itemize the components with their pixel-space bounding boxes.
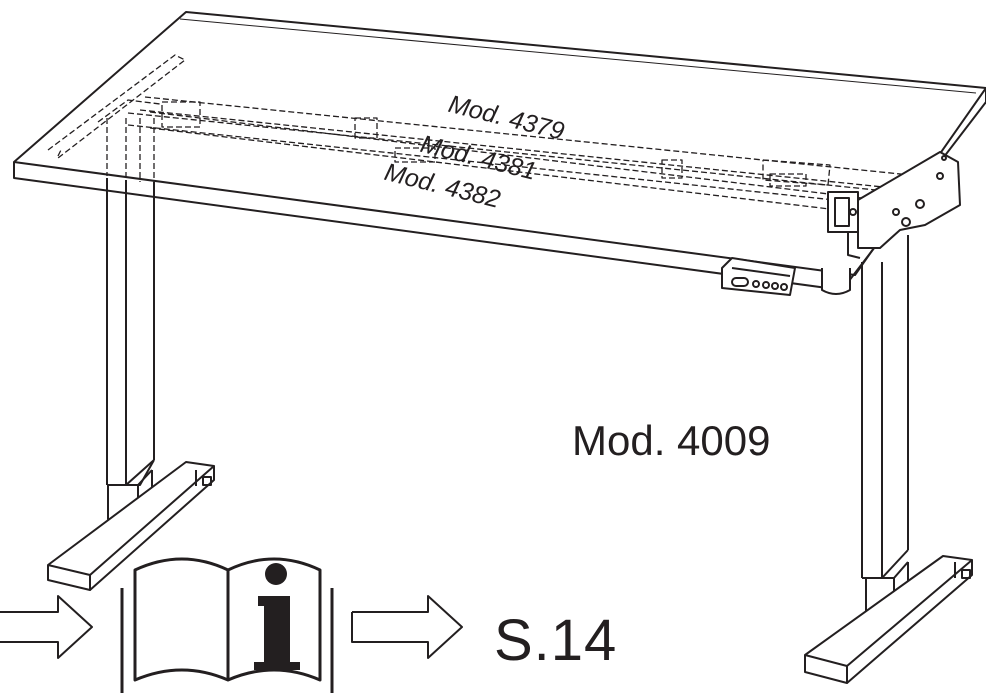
right-leg	[861, 235, 909, 615]
hidden-frame	[47, 54, 921, 216]
page-reference: S.14	[494, 608, 618, 673]
right-arrow-icon	[0, 595, 93, 659]
left-leg	[106, 178, 155, 520]
info-letter	[254, 563, 300, 670]
right-arrow-icon	[351, 595, 463, 659]
side-bracket	[847, 151, 961, 259]
left-foot	[47, 461, 215, 591]
info-manual-icon	[120, 557, 334, 693]
control-panel-icon	[721, 257, 796, 296]
right-foot	[804, 555, 973, 684]
motor-unit	[821, 191, 859, 295]
model-label-4009: Mod. 4009	[572, 417, 771, 464]
